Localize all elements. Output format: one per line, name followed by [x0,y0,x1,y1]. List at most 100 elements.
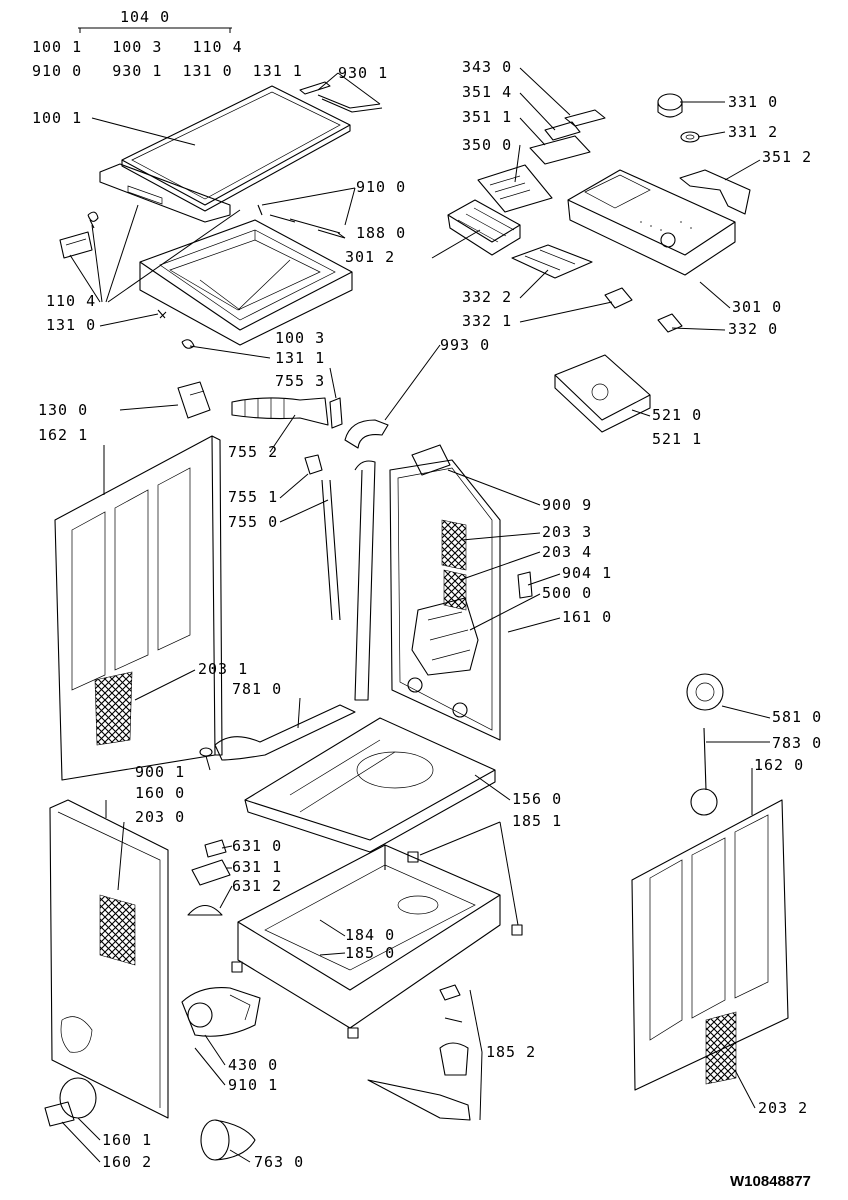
label-6312: 631 2 [232,877,282,895]
label-1852: 185 2 [486,1043,536,1061]
label-3512: 351 2 [762,148,812,166]
label-9101: 910 1 [228,1076,278,1094]
counterweight-part [686,673,724,711]
label-6311: 631 1 [232,858,282,876]
label-9001: 900 1 [135,763,185,781]
label-1621: 162 1 [38,426,88,444]
label-7553: 755 3 [275,372,325,390]
label-4300: 430 0 [228,1056,278,1074]
fill-hose-part [231,397,329,426]
label-3514: 351 4 [462,83,512,101]
label-1620: 162 0 [754,756,804,774]
label-1851: 185 1 [512,812,562,830]
label-2034: 203 4 [542,543,592,561]
label-7550: 755 0 [228,513,278,531]
label-1001: 100 1 [32,109,82,127]
detergent-drawer-part [447,199,521,256]
label-9009: 900 9 [542,496,592,514]
label-1104: 110 4 [46,292,96,310]
lower-control-board-part [554,354,651,433]
lid-handle-part [59,231,93,259]
label-3010: 301 0 [732,298,782,316]
label-3500: 350 0 [462,136,512,154]
label-1602: 160 2 [102,1153,152,1171]
label-1560: 156 0 [512,790,562,808]
filter-part [200,1119,256,1161]
knob-part [657,93,683,118]
label-3511: 351 1 [462,108,512,126]
right-side-panel-part [631,799,789,1091]
base-tray-part [244,717,496,853]
label-1610: 161 0 [562,608,612,626]
label-7551: 755 1 [228,488,278,506]
label-7630: 763 0 [254,1153,304,1171]
label-1840: 184 0 [345,926,395,944]
door-lock-part [177,381,211,419]
button-strip-part [511,244,593,279]
knob-ring-part [680,131,700,143]
label-set-row1: 100 1 100 3 110 4 [32,38,243,56]
document-id: W10848877 [730,1173,811,1190]
label-1600: 160 0 [135,784,185,802]
label-3312: 331 2 [728,123,778,141]
leader-lines [61,27,771,1163]
label-1300: 130 0 [38,401,88,419]
fastener-parts [157,204,346,349]
drain-pipe-part [214,704,356,761]
label-9930: 993 0 [440,336,490,354]
label-7810: 781 0 [232,680,282,698]
label-9301: 930 1 [338,64,388,82]
label-2032: 203 2 [758,1099,808,1117]
motor-part [411,597,479,676]
label-3310: 331 0 [728,93,778,111]
rod-part-7830 [690,727,718,816]
shelf-part-1852 [367,984,471,1121]
label-5210: 521 0 [652,406,702,424]
drain-hose-part [304,454,376,701]
label-3322: 332 2 [462,288,512,306]
top-frame-part [139,219,353,346]
label-7830: 783 0 [772,734,822,752]
label-7552: 755 2 [228,443,278,461]
label-1311: 131 1 [275,349,325,367]
rear-panel-part [389,444,501,741]
spring-part [87,211,99,229]
micro-switch-parts [604,287,683,333]
switch-parts-631 [187,839,231,916]
label-1880: 188 0 [356,224,406,242]
hinge-strip-part [299,81,383,113]
label-6310: 631 0 [232,837,282,855]
label-1601: 160 1 [102,1131,152,1149]
label-2030: 203 0 [135,808,185,826]
left-side-panel-upper-part [54,435,223,781]
lid-front-trim-part [99,163,231,223]
control-pcb-parts [477,109,606,213]
service-door-part [44,1077,97,1127]
drain-pump-part [181,987,261,1037]
label-3320: 332 0 [728,320,778,338]
label-1040: 104 0 [120,8,170,26]
label-5000: 500 0 [542,584,592,602]
hose-clip-part [329,397,343,429]
label-3321: 332 1 [462,312,512,330]
feet-parts [231,851,523,1039]
label-1850: 185 0 [345,944,395,962]
label-set-row2: 910 0 930 1 131 0 131 1 [32,62,303,80]
label-1310: 131 0 [46,316,96,334]
label-1003: 100 3 [275,329,325,347]
plug-9001 [199,747,213,757]
label-2033: 203 3 [542,523,592,541]
label-2031: 203 1 [198,660,248,678]
label-9100: 910 0 [356,178,406,196]
front-panel-part [49,799,169,1119]
label-3012: 301 2 [345,248,395,266]
label-3430: 343 0 [462,58,512,76]
clip-part-9041 [517,571,533,599]
panel-bracket-part [679,169,751,215]
label-9041: 904 1 [562,564,612,582]
top-lid-part [121,85,351,212]
part-labels: 104 0 100 1 100 3 110 4 910 0 930 1 131 … [32,8,822,1190]
label-5211: 521 1 [652,430,702,448]
inlet-elbow-part [344,419,389,449]
